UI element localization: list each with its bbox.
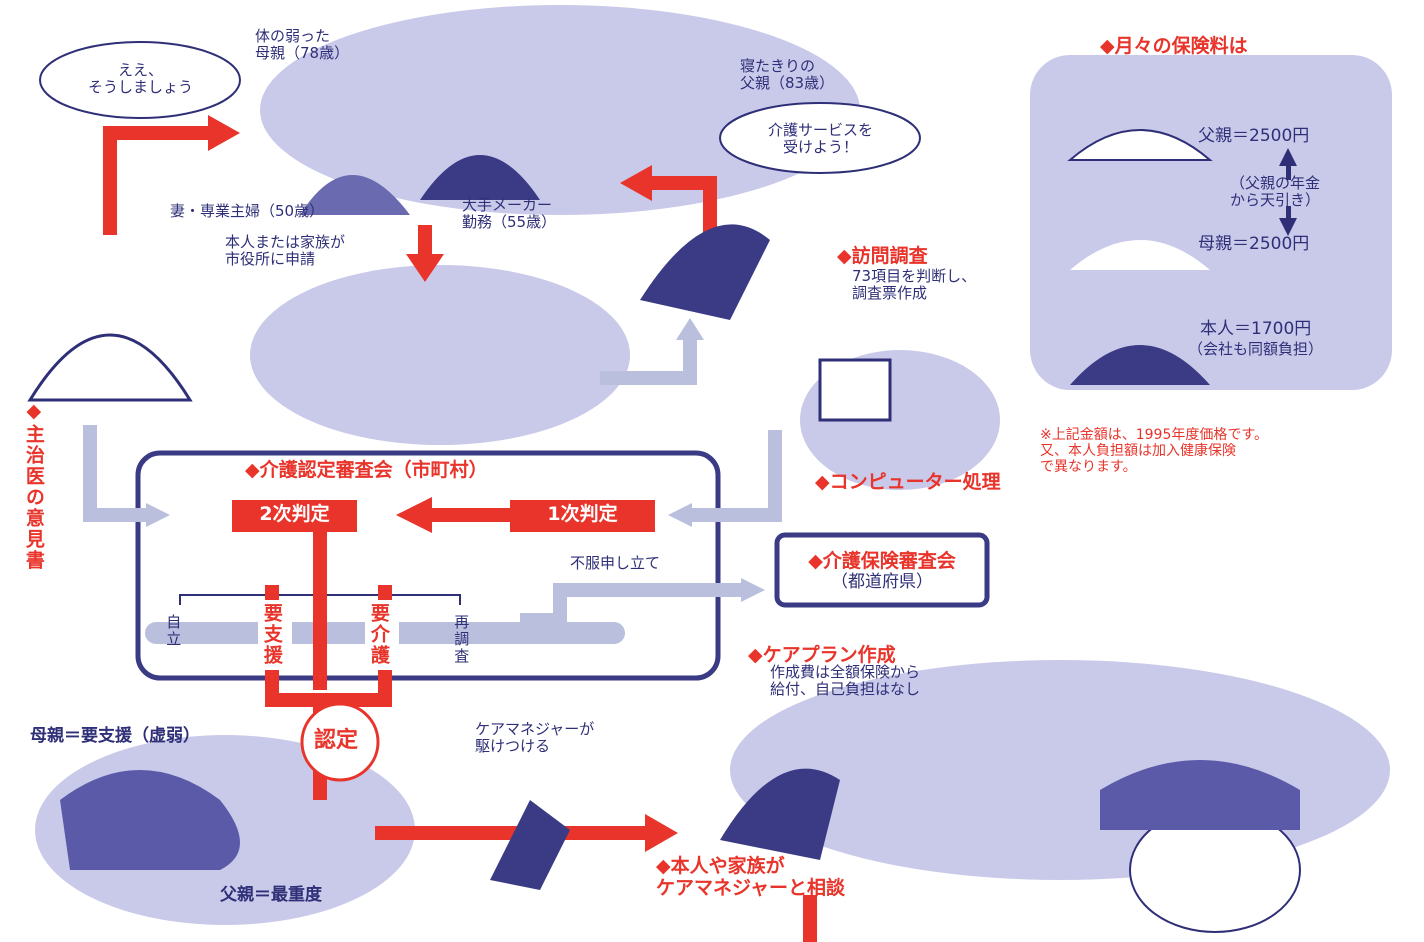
gray-arrowhead-right-1 (146, 503, 170, 527)
support-box (258, 600, 292, 670)
father-status: 父親＝最重度 (220, 885, 322, 905)
wife-label: 妻・専業主婦（50歳） (170, 202, 325, 220)
premium-mother: 母親＝2500円 (1198, 234, 1310, 254)
care-manager-arrives: ケアマネジャーが 駆けつける (475, 720, 595, 756)
insurance-review-box (774, 532, 990, 608)
premium-father: 父親＝2500円 (1198, 126, 1310, 146)
outcome-support: 要支援 (260, 603, 283, 666)
committee-title: ◆介護認定審査会（市町村） (245, 459, 488, 481)
family-scene-blob (260, 5, 860, 215)
doctor-opinion-label: ◆主治医の意見書 (22, 400, 45, 571)
bubble-right (719, 102, 921, 174)
premium-arrow-shaft-up (1286, 166, 1291, 180)
outcome-independent: 自立 (164, 614, 183, 648)
insurance-review-title: ◆介護保険審査会 (808, 550, 956, 572)
objection-label: 不服申し立て (570, 554, 661, 572)
first-judgement-box (510, 500, 655, 532)
certification-stamp-text: 認定 (314, 728, 359, 753)
bubble-left-text: ええ、 そうしましょう (87, 61, 193, 97)
arrow-shaft-judgement (430, 508, 510, 522)
care-box (365, 600, 399, 670)
red-arrowhead-down (406, 254, 444, 282)
outcome-resurvey: 再調査 (452, 614, 471, 665)
bubble-left (39, 41, 241, 119)
premium-self: 本人＝1700円 (1200, 319, 1312, 339)
certification-stamp (300, 702, 380, 782)
premium-self-note: （会社も同額負担） (1188, 340, 1324, 358)
premium-arrow-down (1279, 218, 1297, 236)
gray-arrowhead-right-2 (741, 578, 765, 602)
insurance-review-sub: （都道府県） (831, 572, 933, 592)
first-judgement: 1次判定 (547, 503, 618, 525)
second-judgement-box (232, 500, 357, 532)
premium-note: ※上記金額は、1995年度価格です。 又、本人負担額は加入健康保険 で異なります… (1040, 427, 1268, 476)
husband-label: 大手メーカー 勤務（55歳） (462, 196, 557, 232)
red-arrowhead-judgement (396, 497, 432, 533)
mother-label: 体の弱った 母親（78歳） (255, 27, 350, 63)
visit-title: ◆訪問調査 (837, 245, 928, 267)
premium-arrow-up (1279, 148, 1297, 166)
visit-desc: 73項目を判断し、 調査票作成 (852, 267, 977, 303)
application-label: 本人または家族が 市役所に申請 (225, 233, 346, 269)
premium-arrow-shaft-down (1286, 206, 1291, 220)
outcome-care: 要介護 (367, 603, 390, 666)
premium-title: ◆月々の保険料は (1100, 35, 1248, 57)
second-judgement: 2次判定 (259, 503, 330, 525)
mother-status: 母親＝要支援（虚弱） (30, 726, 200, 746)
committee-frame (135, 450, 721, 681)
office-scene-blob (250, 265, 630, 445)
consult-label: ◆本人や家族が ケアマネジャーと相談 (656, 855, 846, 899)
gray-arrowhead-up (676, 318, 704, 340)
bubble-right-text: 介護サービスを 受けよう！ (767, 121, 873, 157)
care-plan-desc: 作成費は全額保険から 給付、自己負担はなし (770, 663, 921, 699)
gray-arrowhead-left (668, 503, 692, 527)
red-arrowhead-right-top (208, 115, 240, 151)
red-arrowhead-left-top (620, 165, 652, 201)
premium-deduction: （父親の年金 から天引き） (1229, 174, 1320, 210)
figure-silhouettes (27, 129, 1300, 890)
gray-flow-lines (83, 335, 782, 627)
father-label: 寝たきりの 父親（83歳） (740, 57, 835, 93)
red-arrowhead-consult (645, 814, 678, 852)
care-plan-title: ◆ケアプラン作成 (748, 644, 896, 666)
computer-processing-label: ◆コンピューター処理 (815, 471, 1001, 493)
